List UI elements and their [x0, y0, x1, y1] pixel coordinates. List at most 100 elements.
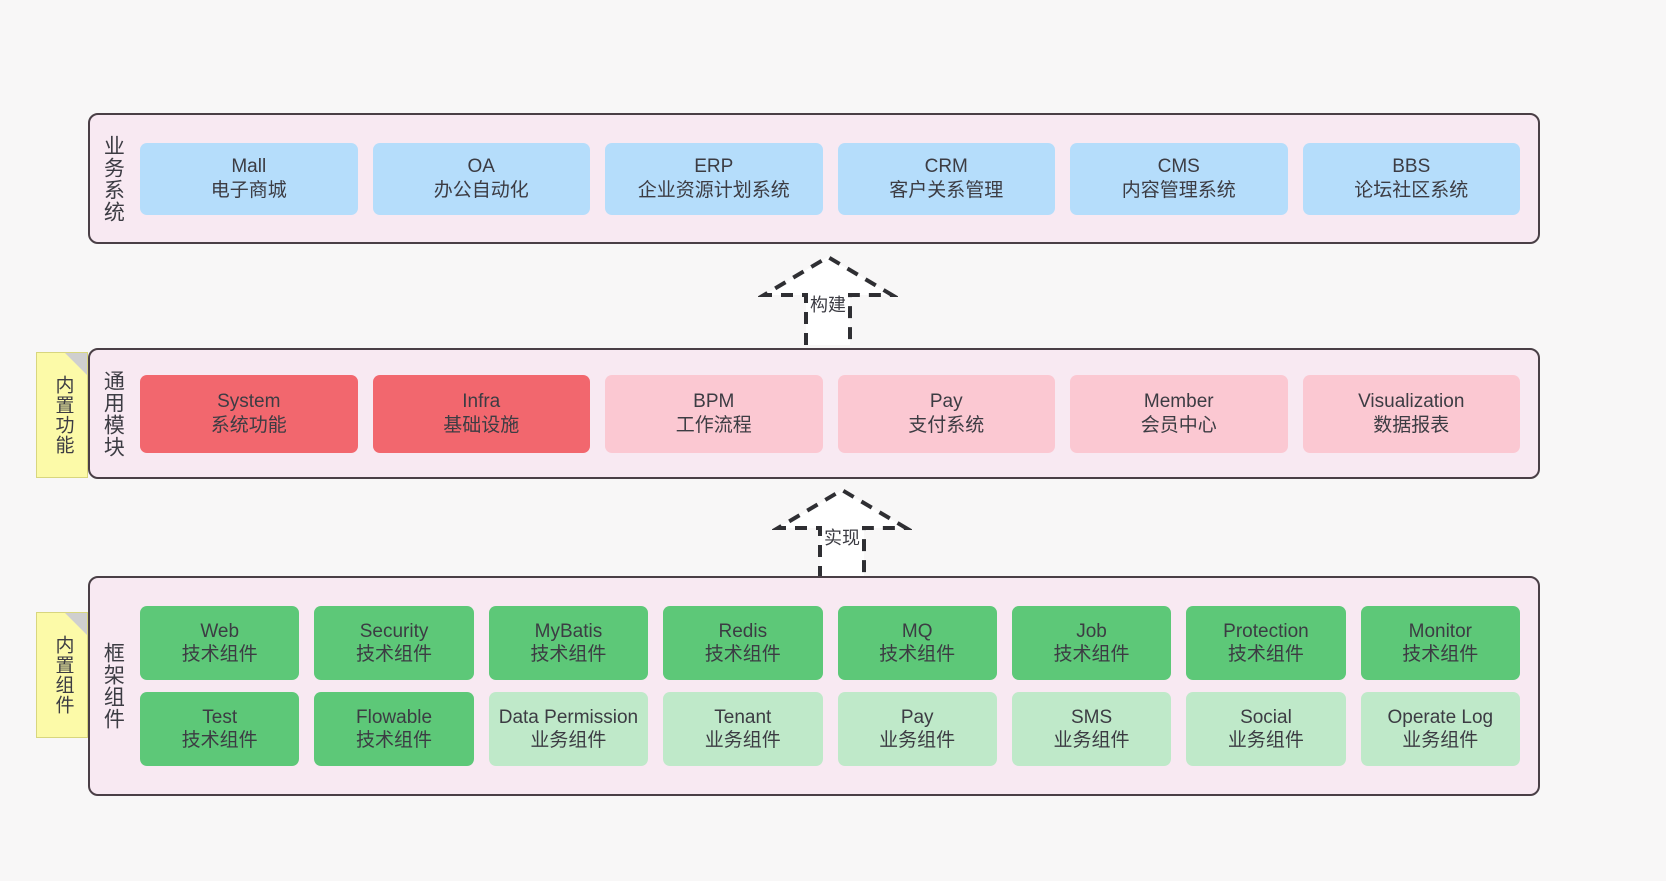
node-pay[interactable]: Pay 支付系统 [837, 374, 1055, 453]
note-label: 内置组件 [52, 635, 74, 715]
node-subtitle: 电子商城 [210, 179, 287, 201]
node-sms[interactable]: SMS 业务组件 [1011, 692, 1172, 766]
node-subtitle: 技术组件 [1402, 644, 1479, 665]
node-subtitle: 数据报表 [1373, 414, 1450, 436]
node-title: Infra [462, 391, 501, 413]
node-subtitle: 技术组件 [356, 644, 433, 665]
node-title: SMS [1070, 706, 1113, 728]
layer-row: Test 技术组件 Flowable 技术组件 Data Permission … [140, 692, 1520, 766]
note-label: 内置功能 [52, 375, 74, 455]
node-mq[interactable]: MQ 技术组件 [837, 606, 997, 680]
node-title: MQ [901, 620, 933, 642]
dashed-hollow-arrow-up-icon [770, 487, 914, 578]
node-subtitle: 技术组件 [181, 730, 258, 751]
arrow-implement-label: 实现 [824, 528, 860, 548]
node-title: Web [200, 620, 240, 642]
node-subtitle: 系统功能 [210, 414, 287, 436]
node-subtitle: 内容管理系统 [1121, 179, 1236, 201]
node-title: Protection [1223, 620, 1309, 642]
node-infra[interactable]: Infra 基础设施 [372, 374, 590, 453]
node-title: OA [467, 156, 495, 178]
node-subtitle: 办公自动化 [433, 179, 529, 201]
layer-label-business-systems: 业务系统 [101, 134, 125, 223]
node-subtitle: 业务组件 [704, 730, 781, 751]
node-title: Social [1240, 706, 1292, 728]
node-member[interactable]: Member 会员中心 [1070, 374, 1288, 453]
node-subtitle: 技术组件 [879, 644, 956, 665]
node-redis[interactable]: Redis 技术组件 [663, 606, 823, 680]
node-job[interactable]: Job 技术组件 [1011, 606, 1172, 680]
node-subtitle: 业务组件 [1227, 730, 1304, 751]
layer-row: Web 技术组件 Security 技术组件 MyBatis 技术组件 Redi… [140, 606, 1520, 680]
node-crm[interactable]: CRM 客户关系管理 [837, 142, 1055, 215]
dashed-hollow-arrow-up-icon [756, 254, 900, 345]
node-web[interactable]: Web 技术组件 [140, 606, 300, 680]
node-subtitle: 业务组件 [1402, 730, 1479, 751]
arrow-implement: 实现 [770, 487, 914, 578]
node-test[interactable]: Test 技术组件 [140, 692, 300, 766]
node-monitor[interactable]: Monitor 技术组件 [1360, 606, 1520, 680]
node-subtitle: 企业资源计划系统 [637, 179, 790, 201]
node-subtitle: 基础设施 [443, 414, 520, 436]
node-subtitle: 论坛社区系统 [1354, 179, 1469, 201]
layer-row: Mall 电子商城 OA 办公自动化 ERP 企业资源计划系统 CRM 客户关系… [140, 142, 1520, 215]
node-cms[interactable]: CMS 内容管理系统 [1070, 142, 1288, 215]
node-title: Operate Log [1387, 706, 1494, 728]
node-protection[interactable]: Protection 技术组件 [1186, 606, 1346, 680]
node-subtitle: 业务组件 [1053, 730, 1130, 751]
node-title: Flowable [356, 706, 433, 728]
node-title: Pay [900, 706, 934, 728]
node-flowable[interactable]: Flowable 技术组件 [314, 692, 474, 766]
layer-row: System 系统功能 Infra 基础设施 BPM 工作流程 Pay 支付系统… [140, 374, 1520, 453]
node-pay-component[interactable]: Pay 业务组件 [837, 692, 997, 766]
layer-business-systems: 业务系统 Mall 电子商城 OA 办公自动化 ERP 企业资源计划系统 CRM… [88, 113, 1540, 244]
node-mall[interactable]: Mall 电子商城 [140, 142, 358, 215]
note-builtin-features: 内置功能 [36, 352, 88, 478]
node-subtitle: 工作流程 [675, 414, 752, 436]
node-title: BBS [1392, 156, 1431, 178]
node-subtitle: 业务组件 [530, 730, 607, 751]
node-title: MyBatis [534, 620, 603, 642]
node-data-permission[interactable]: Data Permission 业务组件 [488, 692, 649, 766]
node-subtitle: 技术组件 [530, 644, 607, 665]
node-subtitle: 技术组件 [704, 644, 781, 665]
node-subtitle: 客户关系管理 [889, 179, 1004, 201]
layer-framework-components: 框架组件 Web 技术组件 Security 技术组件 MyBatis 技术组件… [88, 576, 1540, 796]
node-subtitle: 会员中心 [1140, 414, 1217, 436]
node-bbs[interactable]: BBS 论坛社区系统 [1302, 142, 1520, 215]
note-builtin-components: 内置组件 [36, 612, 88, 738]
node-title: Test [202, 706, 238, 728]
node-title: BPM [693, 391, 735, 413]
node-title: CMS [1157, 156, 1200, 178]
node-title: Security [359, 620, 429, 642]
layer-body-business-systems: Mall 电子商城 OA 办公自动化 ERP 企业资源计划系统 CRM 客户关系… [134, 115, 1538, 242]
node-subtitle: 业务组件 [879, 730, 956, 751]
node-title: Redis [718, 620, 768, 642]
node-operate-log[interactable]: Operate Log 业务组件 [1360, 692, 1520, 766]
node-title: ERP [694, 156, 734, 178]
node-title: Member [1143, 391, 1214, 413]
node-title: CRM [924, 156, 968, 178]
arrow-build: 构建 [756, 254, 900, 345]
layer-common-modules: 通用模块 System 系统功能 Infra 基础设施 BPM 工作流程 Pay… [88, 348, 1540, 479]
node-subtitle: 技术组件 [356, 730, 433, 751]
node-security[interactable]: Security 技术组件 [314, 606, 474, 680]
layer-label-framework-components: 框架组件 [101, 642, 125, 730]
node-title: Visualization [1358, 391, 1465, 413]
node-subtitle: 技术组件 [1053, 644, 1130, 665]
node-erp[interactable]: ERP 企业资源计划系统 [605, 142, 823, 215]
node-subtitle: 技术组件 [181, 644, 258, 665]
node-system[interactable]: System 系统功能 [140, 374, 358, 453]
node-oa[interactable]: OA 办公自动化 [372, 142, 590, 215]
layer-body-common-modules: System 系统功能 Infra 基础设施 BPM 工作流程 Pay 支付系统… [134, 350, 1538, 477]
node-visualization[interactable]: Visualization 数据报表 [1302, 374, 1520, 453]
node-title: Pay [929, 391, 963, 413]
layer-label-common-modules: 通用模块 [101, 369, 125, 458]
node-social[interactable]: Social 业务组件 [1186, 692, 1346, 766]
arrow-build-label: 构建 [810, 295, 846, 315]
node-tenant[interactable]: Tenant 业务组件 [663, 692, 823, 766]
node-title: Tenant [714, 706, 772, 728]
node-mybatis[interactable]: MyBatis 技术组件 [488, 606, 649, 680]
node-bpm[interactable]: BPM 工作流程 [605, 374, 823, 453]
